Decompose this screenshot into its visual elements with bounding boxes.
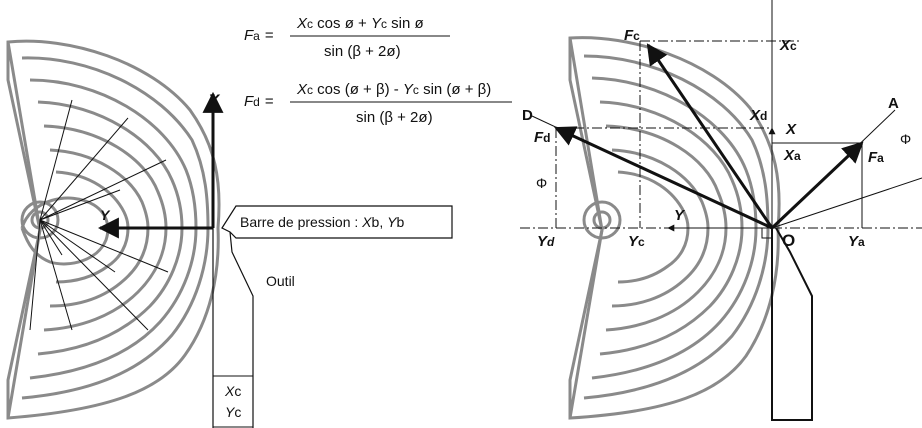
fd-denominator: sin (β + 2ø) bbox=[356, 109, 433, 126]
fd-num-mid: cos (ø + β) - bbox=[313, 81, 403, 98]
right-construction-lines bbox=[520, 0, 922, 229]
right-xa-label: Xa bbox=[783, 147, 801, 164]
left-log-rings bbox=[6, 39, 221, 420]
left-xc-sub: c bbox=[234, 383, 241, 399]
left-yc-main: Y bbox=[225, 404, 236, 420]
right-yc-main: Y bbox=[628, 233, 640, 250]
left-log-rays bbox=[29, 99, 169, 331]
fd-num-end: sin (ø + β) bbox=[419, 81, 491, 98]
fc-arrow bbox=[646, 43, 774, 229]
right-xd-main: X bbox=[749, 107, 761, 124]
fd-lhs-sub: d bbox=[253, 95, 260, 109]
origin-corner-mark bbox=[761, 227, 773, 239]
fa-lhs-main: F bbox=[244, 27, 254, 44]
pressure-bar-label: Barre de pression : Xb, Yb bbox=[240, 214, 404, 230]
right-log-edge bbox=[568, 37, 604, 419]
right-phi-left: Φ bbox=[536, 175, 547, 191]
right-ya-label: Ya bbox=[848, 233, 865, 250]
right-fa-label: Fa bbox=[868, 149, 884, 166]
right-fd-sub: d bbox=[543, 131, 550, 145]
right-phi-right: Φ bbox=[900, 131, 911, 147]
fa-eq: = bbox=[265, 27, 274, 44]
fa-arrow bbox=[770, 141, 864, 230]
fd-num-y-sub: c bbox=[413, 83, 419, 97]
right-ring-7 bbox=[617, 170, 690, 284]
left-xc-label: Xc bbox=[224, 383, 241, 399]
pressure-bar-xb: X bbox=[361, 214, 372, 230]
fd-eq: = bbox=[265, 93, 274, 110]
right-x-axis-label: X bbox=[785, 121, 797, 138]
right-xc-label: Xc bbox=[779, 37, 797, 54]
right-a-label: A bbox=[888, 95, 899, 112]
pressure-bar-callout bbox=[221, 205, 453, 239]
left-yc-label: Yc bbox=[225, 404, 241, 420]
fa-num-y-sub: c bbox=[381, 17, 387, 31]
formula-fa: Fa = Xc cos ø + Yc sin ø sin (β + 2ø) bbox=[244, 15, 450, 60]
fa-num-end: sin ø bbox=[387, 15, 424, 32]
right-ya-sub: a bbox=[858, 235, 865, 249]
fa-num-rest: cos ø + bbox=[313, 15, 371, 32]
fd-lhs-main: F bbox=[244, 93, 254, 110]
right-yd-main: Y bbox=[537, 233, 549, 250]
fa-lhs-sub: a bbox=[253, 29, 260, 43]
left-y-axis-label: Y bbox=[100, 207, 111, 223]
left-tool-blade bbox=[229, 231, 254, 428]
right-fd-main: F bbox=[534, 129, 544, 146]
right-fc-main: F bbox=[624, 27, 634, 44]
left-xc-main: X bbox=[224, 383, 235, 399]
right-yd-sub: d bbox=[547, 235, 555, 249]
right-ring-outer bbox=[568, 36, 781, 420]
formula-fd: Fd = Xc cos (ø + β) - Yc sin (ø + β) sin … bbox=[244, 81, 512, 126]
fa-num-x: X bbox=[296, 15, 308, 32]
right-xd-label: Xd bbox=[749, 107, 767, 124]
formula-fa-numerator: Xc cos ø + Yc sin ø bbox=[296, 15, 424, 32]
pressure-bar-xb-sub: b bbox=[372, 214, 380, 230]
right-fc-label: Fc bbox=[624, 27, 640, 44]
left-x-axis-label: X bbox=[207, 91, 221, 110]
fa-denominator: sin (β + 2ø) bbox=[324, 43, 401, 60]
right-fc-sub: c bbox=[633, 29, 640, 43]
formula-fd-lhs: Fd = bbox=[244, 93, 274, 110]
right-yd-label: Yd bbox=[537, 233, 555, 250]
pressure-bar-comma: , bbox=[379, 214, 387, 230]
right-y-axis-label: Y bbox=[674, 207, 686, 224]
formula-fa-lhs: Fa = bbox=[244, 27, 274, 44]
fa-num-x-sub: c bbox=[307, 17, 313, 31]
right-origin-label: O bbox=[782, 231, 795, 250]
fa-num-y: Y bbox=[371, 15, 382, 32]
left-ring-8 bbox=[20, 196, 110, 266]
right-log-rings bbox=[568, 36, 781, 420]
right-fa-sub: a bbox=[877, 151, 884, 165]
right-xc-main: X bbox=[779, 37, 791, 54]
formula-fd-numerator: Xc cos (ø + β) - Yc sin (ø + β) bbox=[296, 81, 491, 98]
pressure-bar-yb-sub: b bbox=[396, 214, 404, 230]
fd-arrow bbox=[554, 126, 773, 230]
right-tool-outline bbox=[771, 227, 813, 421]
right-d-label: D bbox=[522, 107, 533, 124]
fd-num-y: Y bbox=[403, 81, 414, 98]
right-xa-sub: a bbox=[794, 149, 801, 163]
right-yc-label: Yc bbox=[628, 233, 645, 250]
right-xa-main: X bbox=[783, 147, 795, 164]
right-ya-main: Y bbox=[848, 233, 860, 250]
right-ring-2 bbox=[583, 54, 770, 400]
right-fa-main: F bbox=[868, 149, 878, 166]
left-ring-outer bbox=[6, 39, 221, 420]
pressure-bar-yb: Y bbox=[387, 214, 398, 230]
right-xd-sub: d bbox=[760, 109, 767, 123]
fd-num-x: X bbox=[296, 81, 308, 98]
phi-reference-line bbox=[771, 177, 922, 229]
right-xc-sub: c bbox=[790, 39, 797, 53]
fd-num-x-sub: c bbox=[307, 83, 313, 97]
tool-label: Outil bbox=[266, 273, 295, 289]
right-fd-label: Fd bbox=[534, 129, 551, 146]
left-yc-sub: c bbox=[234, 404, 241, 420]
right-yc-sub: c bbox=[638, 235, 645, 249]
pressure-bar-prefix: Barre de pression : bbox=[240, 214, 362, 230]
left-log-edge bbox=[6, 41, 42, 419]
